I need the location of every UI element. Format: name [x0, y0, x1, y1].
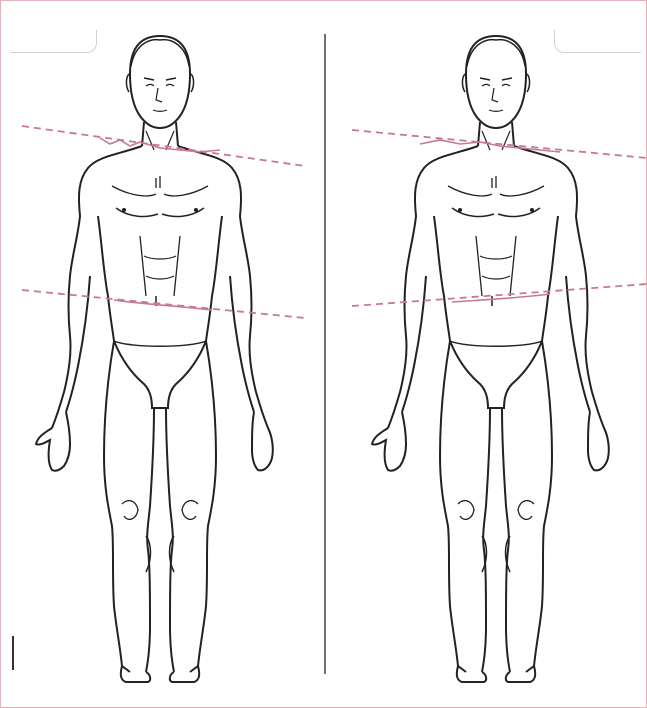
left-pelvis-contour	[114, 300, 212, 310]
left-pelvis-guide-line	[22, 290, 305, 318]
left-shoulder-contour	[100, 138, 220, 152]
right-pelvis-guide-line	[352, 284, 647, 306]
right-shoulder-guide-line	[352, 130, 647, 158]
right-figure	[352, 36, 647, 682]
left-shoulder-guide-line	[22, 126, 305, 166]
right-shoulder-contour	[420, 140, 560, 152]
left-figure	[22, 36, 305, 682]
